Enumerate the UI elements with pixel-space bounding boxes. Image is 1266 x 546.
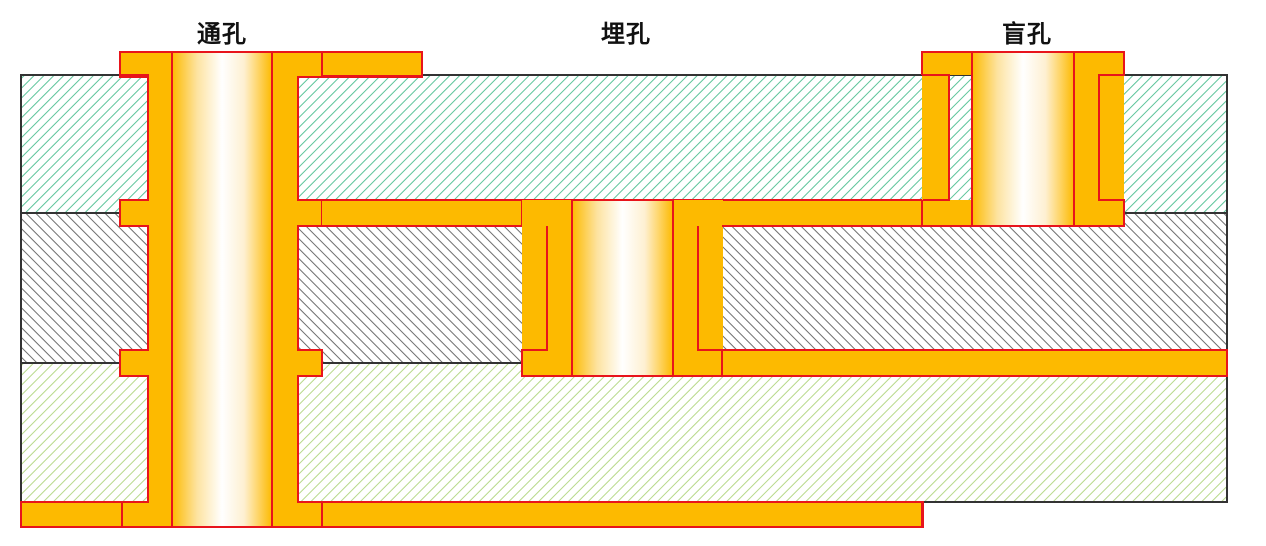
blind-via <box>722 51 1125 227</box>
label-blind-via: 盲孔 <box>1002 20 1052 48</box>
label-through-via: 通孔 <box>197 20 247 48</box>
blind-via-hole <box>971 51 1075 227</box>
through-via-hole <box>171 51 273 528</box>
through-via <box>20 51 924 528</box>
buried-via-hole <box>571 199 674 377</box>
buried-via <box>521 199 1228 377</box>
label-buried-via: 埋孔 <box>601 20 651 48</box>
